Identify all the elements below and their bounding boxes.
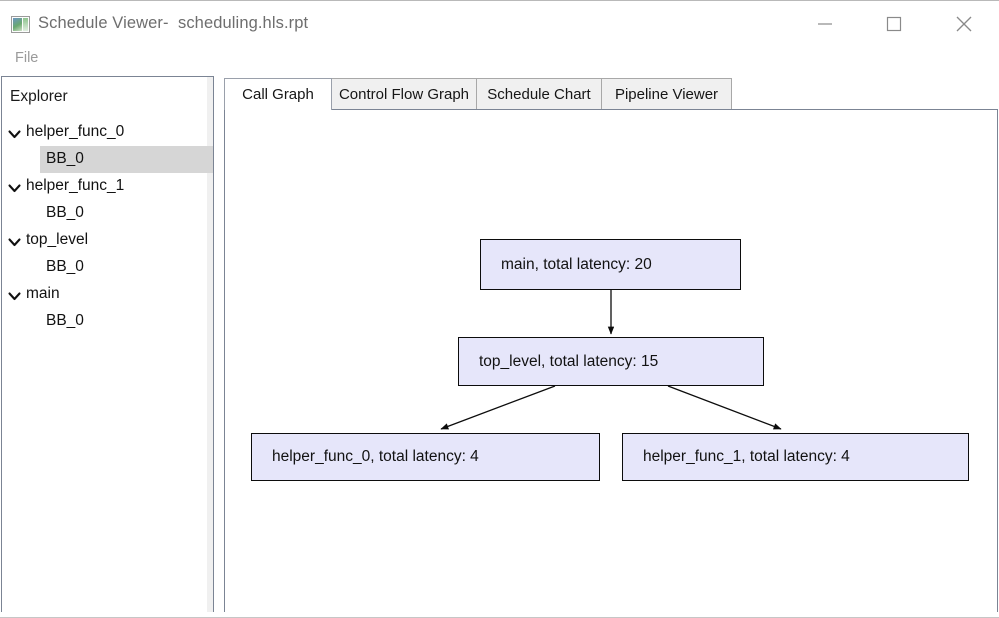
chevron-down-icon[interactable]: [8, 181, 21, 193]
graph-node-helper-func-1[interactable]: helper_func_1, total latency: 4: [622, 433, 969, 481]
sidebar-scrollbar[interactable]: [207, 77, 213, 612]
tree-item-bb-0[interactable]: BB_0: [2, 254, 213, 281]
tree-item-top-level[interactable]: top_level: [2, 227, 213, 254]
tab-pipeline-viewer[interactable]: Pipeline Viewer: [601, 78, 732, 109]
tab-label: Control Flow Graph: [338, 85, 470, 103]
chevron-down-icon[interactable]: [8, 289, 21, 301]
tab-schedule-chart[interactable]: Schedule Chart: [476, 78, 602, 109]
graph-node-label: helper_func_1, total latency: 4: [643, 448, 850, 465]
tab-control-flow-graph[interactable]: Control Flow Graph: [331, 78, 477, 109]
tab-call-graph[interactable]: Call Graph: [224, 78, 332, 110]
tree-item-label: helper_func_1: [26, 177, 125, 194]
explorer-title: Explorer: [10, 88, 68, 105]
tree-item-main[interactable]: main: [2, 281, 213, 308]
tab-label: Schedule Chart: [487, 85, 591, 103]
tree-item-label: BB_0: [46, 150, 84, 167]
maximize-icon[interactable]: [871, 1, 917, 46]
title-bar: Schedule Viewer- scheduling.hls.rpt: [0, 0, 999, 46]
window-bottom-edge: [0, 612, 999, 618]
graph-node-main[interactable]: main, total latency: 20: [480, 239, 741, 290]
tree-item-helper-func-1[interactable]: helper_func_1: [2, 173, 213, 200]
tree-item-label: top_level: [26, 231, 89, 248]
tab-label: Pipeline Viewer: [614, 85, 719, 103]
tab-label: Call Graph: [242, 86, 314, 103]
tree-item-bb-0-selected[interactable]: BB_0: [40, 146, 213, 173]
tree-item-label: helper_func_0: [26, 123, 125, 140]
app-image-icon: [11, 16, 30, 33]
minimize-icon[interactable]: [802, 1, 848, 46]
menu-item-file[interactable]: File: [15, 50, 39, 66]
graph-node-label: top_level, total latency: 15: [479, 352, 659, 370]
tree-item-label: BB_0: [46, 312, 84, 329]
tree-item-bb-0[interactable]: BB_0: [2, 308, 213, 335]
graph-node-top-level[interactable]: top_level, total latency: 15: [458, 337, 764, 386]
tree-item-label: main: [26, 285, 60, 302]
chevron-down-icon[interactable]: [8, 127, 21, 139]
window-title: Schedule Viewer- scheduling.hls.rpt: [38, 14, 309, 32]
call-graph-canvas[interactable]: main, total latency: 20 top_level, total…: [225, 110, 997, 612]
graph-node-label: main, total latency: 20: [501, 255, 652, 273]
menu-bar: File: [0, 45, 999, 72]
tree-item-bb-0[interactable]: BB_0: [2, 200, 213, 227]
call-graph-panel: main, total latency: 20 top_level, total…: [224, 109, 998, 613]
tab-strip: Call Graph Control Flow Graph Schedule Cha…: [224, 78, 998, 110]
tree-item-label: BB_0: [46, 204, 84, 221]
tree-item-label: BB_0: [46, 258, 84, 275]
graph-node-label: helper_func_0, total latency: 4: [272, 448, 479, 465]
close-icon[interactable]: [941, 1, 987, 46]
chevron-down-icon[interactable]: [8, 235, 21, 247]
tree-item-helper-func-0[interactable]: helper_func_0: [2, 119, 213, 146]
graph-node-helper-func-0[interactable]: helper_func_0, total latency: 4: [251, 433, 600, 481]
